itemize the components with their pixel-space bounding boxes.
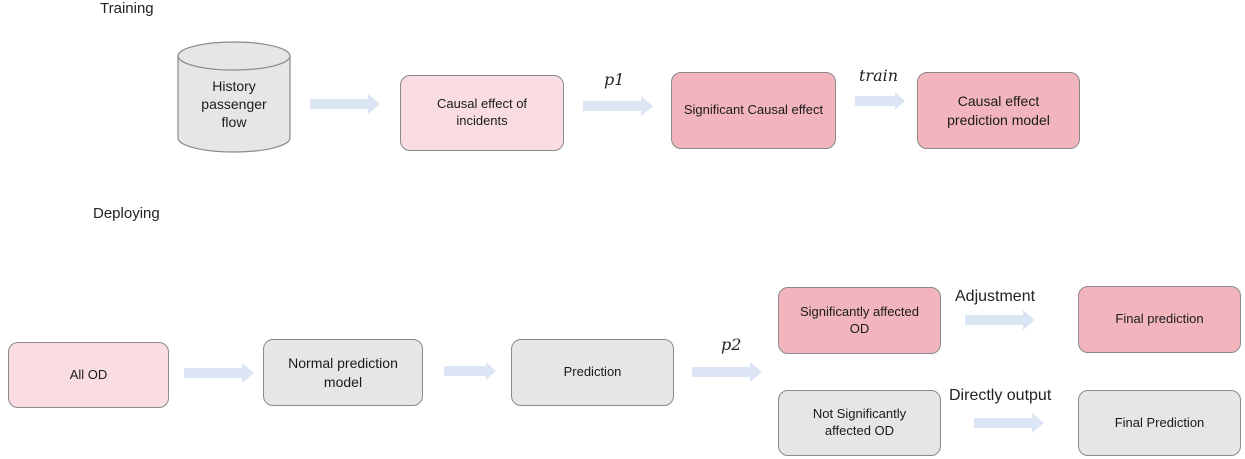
database-icon bbox=[177, 41, 291, 153]
prediction-box: Prediction bbox=[511, 339, 674, 406]
arrow-icon bbox=[692, 362, 762, 382]
arrow-icon bbox=[184, 363, 254, 383]
not-significantly-affected-od-box: Not Significantly affected OD bbox=[778, 390, 941, 456]
arrow-icon bbox=[965, 310, 1035, 330]
adjustment-label: Adjustment bbox=[955, 288, 1036, 305]
training-label: Training bbox=[100, 0, 154, 17]
train-label: train bbox=[859, 66, 899, 85]
arrow-icon bbox=[583, 96, 653, 116]
normal-prediction-model-box: Normal prediction model bbox=[263, 339, 423, 406]
causal-effect-prediction-model-box: Causal effect prediction model bbox=[917, 72, 1080, 149]
all-od-box: All OD bbox=[8, 342, 169, 408]
p2-label: p2 bbox=[721, 335, 742, 354]
final-prediction-box: Final prediction bbox=[1078, 286, 1241, 353]
deploying-label: Deploying bbox=[93, 205, 160, 222]
p1-label: p1 bbox=[604, 70, 625, 89]
arrow-icon bbox=[444, 362, 496, 380]
arrow-icon bbox=[855, 92, 905, 110]
causal-effect-box: Causal effect of incidents bbox=[400, 75, 564, 151]
arrow-icon bbox=[974, 413, 1044, 433]
arrow-icon bbox=[310, 94, 380, 114]
history-passenger-flow: History passenger flow bbox=[201, 78, 267, 131]
final-prediction-2-box: Final Prediction bbox=[1078, 390, 1241, 456]
significant-causal-effect-box: Significant Causal effect bbox=[671, 72, 836, 149]
directly-output-label: Directly output bbox=[949, 387, 1052, 404]
significantly-affected-od-box: Significantly affected OD bbox=[778, 287, 941, 354]
